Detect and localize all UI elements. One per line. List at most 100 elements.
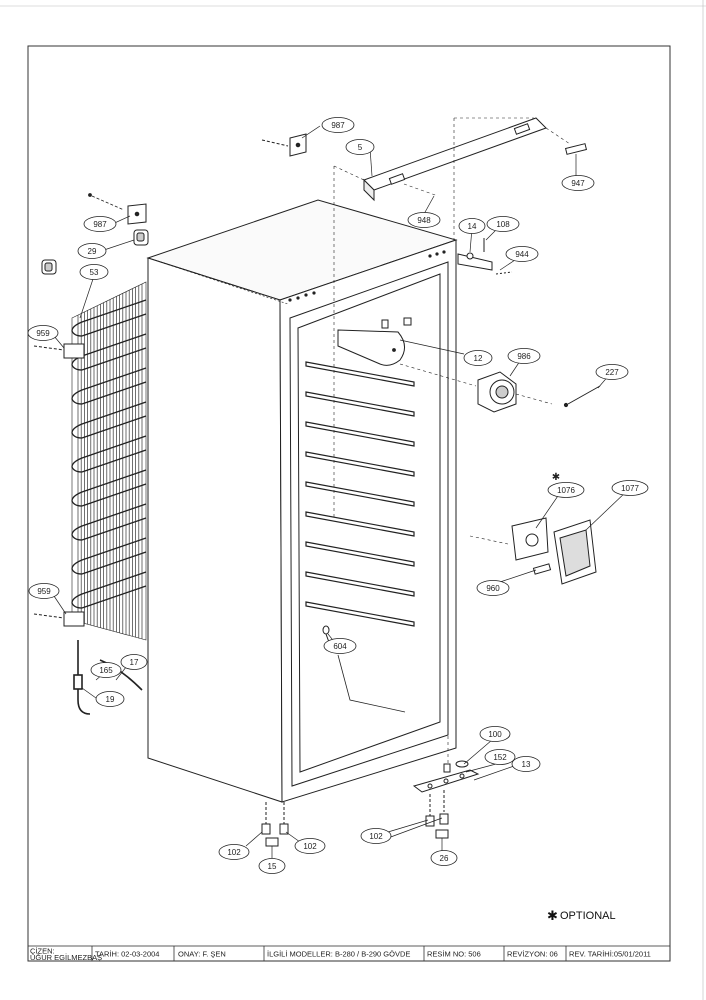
callout-label: 100 — [488, 730, 502, 739]
callout-15: 15 — [258, 858, 286, 874]
shelves — [305, 361, 415, 627]
callout-label: 29 — [88, 247, 97, 256]
clip-987-top — [261, 133, 307, 157]
callout-label: 13 — [522, 760, 531, 769]
callout-label: 987 — [93, 220, 107, 229]
callout-152: 152 — [484, 749, 516, 765]
title-block-approval: ONAY: F. ŞEN — [178, 950, 226, 959]
pin-947 — [564, 143, 588, 155]
callout-label: 227 — [605, 368, 619, 377]
callout-label: 15 — [268, 862, 277, 871]
callout-label: 960 — [486, 584, 500, 593]
callout-label: 108 — [496, 220, 510, 229]
callout-102-right: 102 — [360, 828, 392, 844]
callout-label: 947 — [571, 179, 585, 188]
condenser-coil-lines — [77, 283, 143, 639]
callout-26: 26 — [430, 850, 458, 866]
top-rail — [363, 117, 547, 202]
thermostat-cover-1077 — [553, 519, 597, 585]
coil-loop — [71, 401, 147, 439]
coil-loop — [81, 551, 147, 575]
foot-screws-left — [261, 802, 289, 847]
callout-label: 959 — [36, 329, 50, 338]
coil-loop — [71, 299, 147, 337]
callout-19: 19 — [95, 691, 125, 707]
callout-label: 102 — [303, 842, 317, 851]
clip-959-bottom — [33, 611, 85, 627]
title-block — [27, 945, 671, 962]
rail-dashed-guides — [333, 117, 571, 520]
callout-label: 14 — [468, 222, 477, 231]
coil-loop — [71, 537, 147, 575]
coil-loop — [81, 483, 147, 507]
callout-label: 987 — [331, 121, 345, 130]
fan-dashed — [399, 363, 553, 405]
screw-dashed-left — [88, 193, 125, 211]
title-block-rev-date: REV. TARİHİ:05/01/2011 — [569, 950, 651, 959]
callout-53: 53 — [79, 264, 109, 280]
coil-loop — [81, 313, 147, 337]
callout-944: 944 — [505, 246, 539, 262]
callout-959-top: 959 — [27, 325, 59, 341]
callout-604: 604 — [323, 638, 357, 654]
thermostat-1076 — [511, 517, 549, 561]
callout-948: 948 — [407, 212, 441, 228]
top-hinge — [457, 238, 513, 275]
coil-loop — [71, 435, 147, 473]
bracket-29-left — [41, 259, 57, 275]
coil-loop — [71, 367, 147, 405]
optional-asterisk-marker: ✱ — [552, 472, 560, 483]
coil-loop — [81, 381, 147, 405]
optional-note-symbol: ✱ — [547, 908, 558, 923]
callout-label: 1077 — [621, 484, 639, 493]
title-block-drawn-by: ÇİZEN: — [30, 947, 55, 956]
callout-17: 17 — [120, 654, 148, 670]
fan-motor — [477, 371, 517, 413]
callout-100: 100 — [479, 726, 511, 742]
evaporator-cover — [337, 317, 412, 366]
cabinet-body — [146, 199, 458, 803]
callout-label: 26 — [440, 854, 449, 863]
coil-loop — [71, 503, 147, 541]
coil-loop — [81, 517, 147, 541]
callout-label: 19 — [106, 695, 115, 704]
callout-1077: 1077 — [611, 480, 649, 496]
thermostat-dashed — [469, 535, 509, 545]
title-block-models: İLGİLİ MODELLER: B-280 / B-290 GÖVDE — [267, 950, 410, 959]
bottom-hinge — [412, 760, 480, 793]
callout-959-bottom: 959 — [28, 583, 60, 599]
condenser-coil-loops — [71, 299, 147, 609]
clip-987-left — [127, 203, 147, 225]
coil-loop — [81, 449, 147, 473]
callout-102-middle: 102 — [294, 838, 326, 854]
title-block-drawn-by-name: UĞUR EGİLMEZBAŞ — [30, 953, 102, 962]
callout-label: 1076 — [557, 486, 575, 495]
callout-label: 604 — [333, 642, 347, 651]
callout-5: 5 — [345, 139, 375, 155]
callout-947: 947 — [561, 175, 595, 191]
callout-986: 986 — [507, 348, 541, 364]
callout-987-top: 987 — [321, 117, 355, 133]
callout-102-left: 102 — [218, 844, 250, 860]
title-block-drawing-no: RESİM NO: 506 — [427, 950, 481, 959]
callout-108: 108 — [486, 216, 520, 232]
top-edge-holes — [288, 250, 446, 302]
callout-label: 165 — [99, 666, 113, 675]
callout-29: 29 — [77, 243, 107, 259]
callout-label: 152 — [493, 753, 507, 762]
callout-label: 102 — [369, 832, 383, 841]
callout-label: 959 — [37, 587, 51, 596]
coil-loop — [81, 347, 147, 371]
coil-loop — [71, 469, 147, 507]
knob-960 — [532, 563, 552, 575]
callout-label: 102 — [227, 848, 241, 857]
sensor-227 — [563, 385, 601, 408]
callout-label: 948 — [417, 216, 431, 225]
callout-227: 227 — [595, 364, 629, 380]
callout-label: 986 — [517, 352, 531, 361]
callout-label: 53 — [90, 268, 99, 277]
bracket-29-right — [133, 229, 149, 246]
coil-loop — [81, 415, 147, 439]
callout-987-left: 987 — [83, 216, 117, 232]
callout-label: 5 — [358, 143, 363, 152]
